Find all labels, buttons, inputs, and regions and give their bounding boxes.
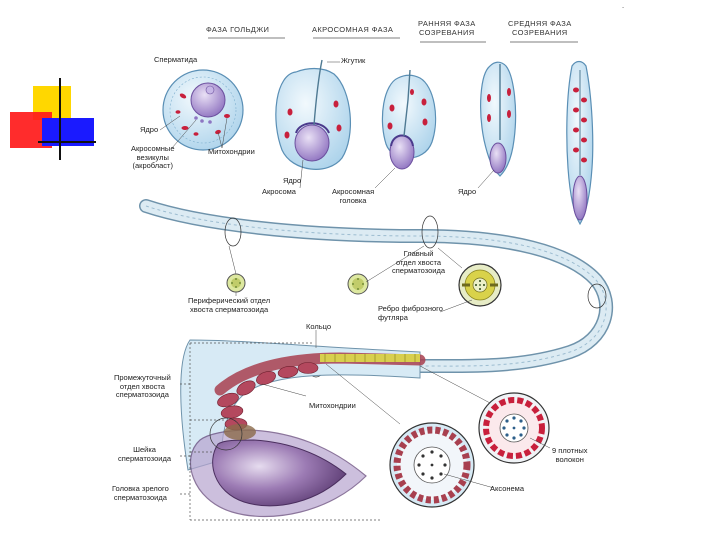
label-nucleus-mid: Ядро — [283, 176, 302, 185]
terminal-piece-section — [226, 273, 246, 293]
label-nucleus-right: Ядро — [458, 187, 477, 196]
label-middle-piece: Промежуточный отдел хвоста сперматозоида — [114, 373, 171, 400]
label-acrosomal-vesicle-line-2: везикулы — [136, 152, 169, 162]
decor-vertical-line — [59, 78, 61, 160]
label-acrosomal-cap-line-1: Акросомная — [332, 187, 375, 196]
label-terminal-piece-line-1: Периферический отдел — [188, 296, 271, 305]
region-brackets — [180, 342, 380, 521]
phase-middle-line-2: СОЗРЕВАНИЯ — [512, 27, 568, 37]
label-dense-fibers: 9 плотных волокон — [552, 446, 588, 464]
mito-leader — [261, 383, 307, 397]
principal-small-section — [347, 273, 369, 295]
label-principal-piece-line-1: Главный — [403, 249, 434, 258]
label-acrosomal-cap-line-2: головка — [339, 195, 367, 205]
label-flagellum: Жгутик — [341, 56, 366, 65]
cross-section-leaders — [443, 437, 551, 489]
label-middle-piece-line-1: Промежуточный — [114, 373, 171, 382]
tail-leaders — [228, 245, 473, 313]
middle-piece — [180, 339, 426, 471]
label-acrosomal-vesicle-line-1: Акросомные — [131, 144, 175, 153]
acrosomal-leaders — [299, 61, 340, 189]
label-terminal-piece-line-2: хвоста сперматозоида — [189, 304, 269, 314]
spermatid-leaders — [159, 115, 228, 149]
phase-golgi-label: ФАЗА ГОЛЬДЖИ — [206, 25, 270, 34]
section-link-1 — [325, 363, 401, 425]
label-middle-piece-line-2: отдел хвоста — [119, 381, 165, 391]
label-fibrous-sheath-line-2: футляра — [378, 312, 408, 322]
label-principal-piece-line-2: отдел хвоста — [395, 257, 442, 267]
label-middle-piece-line-3: сперматозоида — [115, 390, 169, 400]
label-ring: Кольцо — [306, 322, 332, 331]
label-acrosomal-cap: Акросомная головка — [332, 187, 375, 205]
label-head-line-2: сперматозоида — [113, 492, 167, 502]
label-axoneme: Аксонема — [490, 484, 525, 493]
label-head-line-1: Головка зрелого — [112, 484, 169, 493]
label-terminal-piece: Периферический отдел хвоста сперматозоид… — [188, 296, 271, 314]
label-dense-fibers-line-2: волокон — [555, 454, 584, 464]
label-neck-line-2: сперматозоида — [118, 453, 172, 463]
sperm-tail — [139, 199, 614, 374]
label-nucleus-left: Ядро — [140, 125, 159, 134]
early-maturation-cell-2 — [480, 61, 517, 177]
phase-dividers — [208, 37, 578, 43]
neck-marker — [209, 417, 243, 451]
phase-early-label: РАННЯЯ ФАЗА СОЗРЕВАНИЯ — [418, 19, 476, 37]
early2-leader — [477, 169, 495, 189]
phase-acrosomal-label: АКРОСОМНАЯ ФАЗА — [312, 25, 394, 34]
acrosomal-phase-cell — [275, 59, 352, 170]
label-mitochondria-top: Митохондрии — [208, 147, 255, 156]
label-neck: Шейка сперматозоида — [118, 445, 172, 463]
label-acrosomal-vesicle: Акросомные везикулы (акробласт) — [131, 144, 175, 171]
spermatid-cell — [162, 69, 244, 151]
decor-horizontal-line — [38, 141, 96, 143]
section-link-2 — [419, 365, 493, 405]
principal-piece-section — [458, 263, 502, 307]
midpiece-cross-section — [389, 422, 475, 508]
label-fibrous-sheath: Ребро фиброзного футляра — [378, 304, 443, 322]
early-leader — [374, 167, 396, 189]
label-principal-piece-line-3: сперматозоида — [392, 266, 446, 276]
label-acrosomal-vesicle-line-3: (акробласт) — [132, 161, 173, 171]
phase-early-line-2: СОЗРЕВАНИЯ — [419, 27, 475, 37]
phase-middle-label: СРЕДНЯЯ ФАЗА СОЗРЕВАНИЯ — [508, 19, 572, 37]
middle-maturation-cell — [566, 60, 594, 226]
corner-mark: . — [622, 1, 625, 10]
label-head: Головка зрелого сперматозоида — [112, 484, 169, 502]
middle-cross-section-2 — [478, 392, 550, 464]
label-dense-fibers-line-1: 9 плотных — [552, 446, 588, 455]
phase-middle-line-1: СРЕДНЯЯ ФАЗА — [508, 19, 572, 28]
phase-early-line-1: РАННЯЯ ФАЗА — [418, 19, 476, 28]
label-neck-line-1: Шейка — [133, 445, 156, 454]
label-mitochondria-bottom: Митохондрии — [309, 401, 356, 410]
sperm-head — [190, 424, 367, 518]
label-spermatid: Сперматида — [154, 55, 198, 64]
label-principal-piece: Главный отдел хвоста сперматозоида — [392, 249, 446, 276]
early-maturation-cell — [381, 69, 437, 170]
label-acrosome: Акросома — [262, 187, 296, 196]
label-fibrous-sheath-line-1: Ребро фиброзного — [378, 304, 443, 313]
